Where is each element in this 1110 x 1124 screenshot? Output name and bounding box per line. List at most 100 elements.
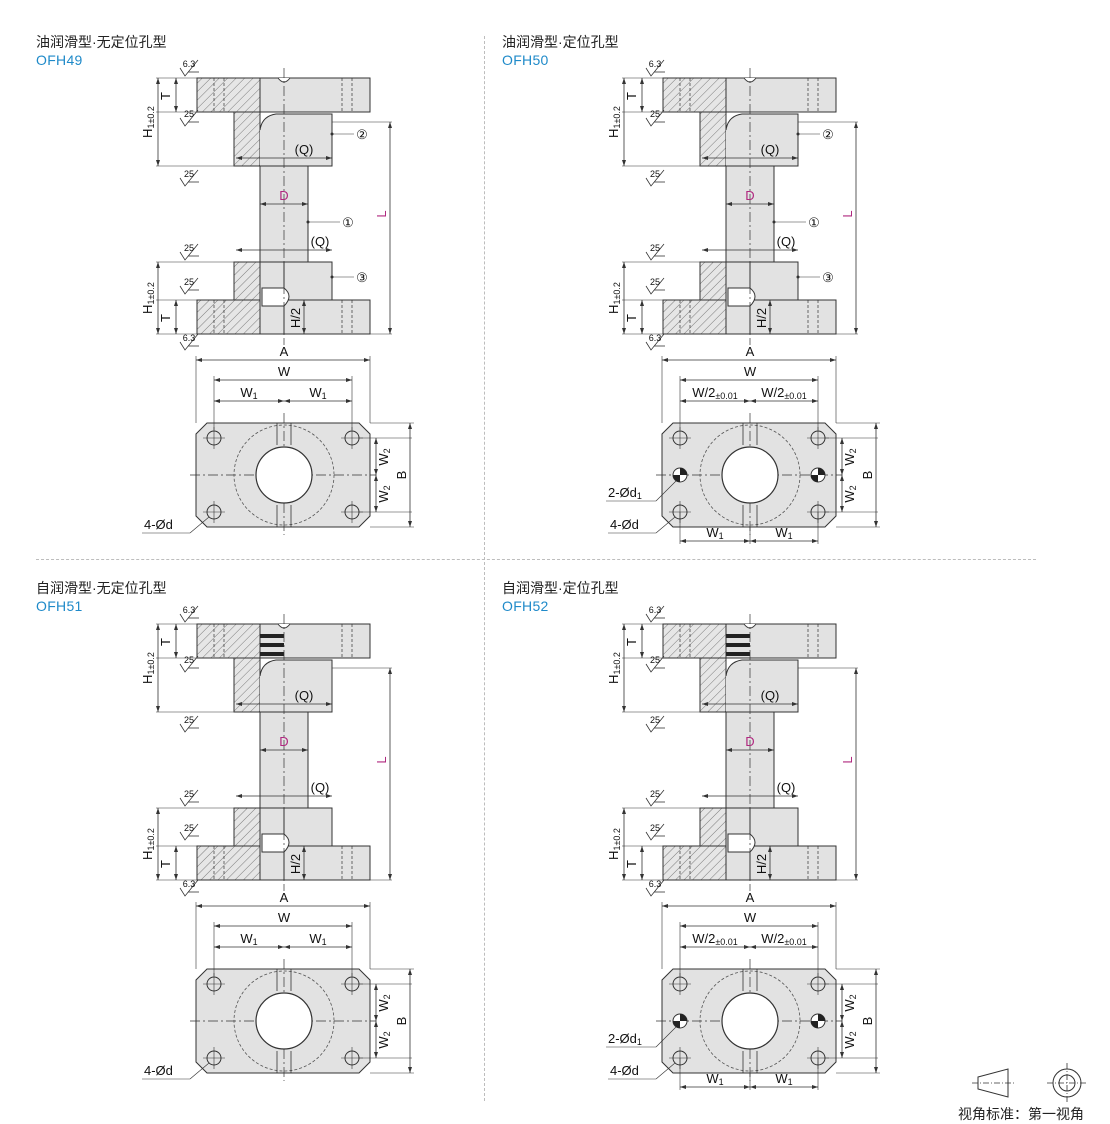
roughness-symbol: 6.3 — [649, 605, 662, 615]
roughness-symbol: 25 — [650, 789, 660, 799]
dim-H-half: H/2 — [754, 308, 769, 328]
dim-D: D — [745, 188, 754, 203]
roughness-symbol: 25 — [650, 243, 660, 253]
roughness-symbol: 25 — [184, 169, 194, 179]
projection-label: 视角标准：第一视角 — [958, 1106, 1084, 1122]
dim-Q-top: (Q) — [295, 688, 314, 703]
horizontal-separator — [36, 559, 1036, 560]
dim-Q-top: (Q) — [295, 142, 314, 157]
roughness-symbol: 25 — [184, 277, 194, 287]
dim-W: W — [744, 364, 757, 379]
dim-T-bottom: T — [624, 314, 639, 322]
technical-drawing: 6.3252525256.3H1±0.2TH1±0.2T(Q)(Q)DLH/2②… — [606, 59, 880, 544]
dim-H-top: H1±0.2 — [140, 106, 156, 138]
roughness-symbol: 6.3 — [649, 333, 662, 343]
dim-Q-top: (Q) — [761, 688, 780, 703]
roughness-symbol: 25 — [184, 823, 194, 833]
roughness-symbol: 6.3 — [183, 59, 196, 69]
panel-model-code: OFH51 — [36, 598, 83, 614]
dim-W1-bottom-right: W1 — [775, 1071, 792, 1087]
dim-Q-bottom: (Q) — [777, 780, 796, 795]
panel-model-code: OFH49 — [36, 52, 83, 68]
pin-holes-label: 2-Ød1 — [608, 1031, 642, 1047]
dim-W2-top: W2 — [842, 994, 858, 1011]
dim-W-half-left: W/2±0.01 — [692, 931, 738, 947]
projection-symbol: 视角标准：第一视角 — [950, 1060, 1110, 1123]
dim-Q-bottom: (Q) — [311, 780, 330, 795]
dim-W2-top: W2 — [376, 448, 392, 465]
panel-model-code: OFH50 — [502, 52, 549, 68]
dim-T-top: T — [624, 638, 639, 646]
dim-W2-top: W2 — [376, 994, 392, 1011]
callout-1: ① — [342, 215, 354, 230]
roughness-symbol: 25 — [184, 715, 194, 725]
dim-H-half: H/2 — [754, 854, 769, 874]
dim-A: A — [280, 890, 289, 905]
dim-Q-bottom: (Q) — [777, 234, 796, 249]
dim-T-bottom: T — [158, 314, 173, 322]
dim-T-top: T — [624, 92, 639, 100]
dim-H-bottom: H1±0.2 — [140, 282, 156, 314]
dim-L: L — [840, 756, 855, 763]
panel-title: 油润滑型·定位孔型 — [502, 34, 619, 50]
roughness-symbol: 6.3 — [183, 333, 196, 343]
dim-B: B — [394, 471, 409, 480]
dim-W1-bottom-right: W1 — [775, 525, 792, 541]
callout-3: ③ — [356, 270, 368, 285]
roughness-symbol: 25 — [184, 789, 194, 799]
dim-W2-bottom: W2 — [376, 1031, 392, 1048]
mounting-holes-label: 4-Ød — [610, 1063, 639, 1078]
dim-H-half: H/2 — [288, 854, 303, 874]
panel-model-code: OFH52 — [502, 598, 549, 614]
callout-2: ② — [356, 127, 368, 142]
callout-1: ① — [808, 215, 820, 230]
dim-W: W — [278, 910, 291, 925]
dim-D: D — [279, 188, 288, 203]
roughness-symbol: 25 — [650, 655, 660, 665]
roughness-symbol: 25 — [650, 169, 660, 179]
dim-W2-bottom: W2 — [842, 1031, 858, 1048]
dim-W-half-right: W/2±0.01 — [761, 931, 807, 947]
dim-L: L — [374, 210, 389, 217]
dim-B: B — [394, 1017, 409, 1026]
dim-B: B — [860, 471, 875, 480]
roughness-symbol: 6.3 — [183, 605, 196, 615]
dim-W-half-right: W/2±0.01 — [761, 385, 807, 401]
panel-title: 油润滑型·无定位孔型 — [36, 34, 167, 50]
dim-H-bottom: H1±0.2 — [606, 828, 622, 860]
roughness-symbol: 25 — [650, 277, 660, 287]
dim-H-half: H/2 — [288, 308, 303, 328]
mounting-holes-label: 4-Ød — [144, 1063, 173, 1078]
side-view: 6.3252525256.3H1±0.2TH1±0.2T(Q)(Q)DLH/2②… — [140, 59, 392, 351]
roughness-symbol: 6.3 — [183, 879, 196, 889]
technical-drawing: 6.3252525256.3H1±0.2TH1±0.2T(Q)(Q)DLH/2②… — [140, 59, 414, 535]
dim-D: D — [745, 734, 754, 749]
dim-A: A — [746, 344, 755, 359]
dim-A: A — [746, 890, 755, 905]
roughness-symbol: 25 — [650, 109, 660, 119]
panel-title: 自润滑型·定位孔型 — [502, 580, 619, 596]
technical-drawing: 6.3252525256.3H1±0.2TH1±0.2T(Q)(Q)DLH/2A… — [606, 605, 880, 1090]
dim-W-half-left: W/2±0.01 — [692, 385, 738, 401]
dim-L: L — [374, 756, 389, 763]
roughness-symbol: 6.3 — [649, 59, 662, 69]
dim-W1-right: W1 — [309, 385, 326, 401]
dim-T-top: T — [158, 638, 173, 646]
mounting-holes-label: 4-Ød — [144, 517, 173, 532]
dim-H-bottom: H1±0.2 — [140, 828, 156, 860]
panel-title: 自润滑型·无定位孔型 — [36, 580, 167, 596]
roughness-symbol: 25 — [650, 715, 660, 725]
dim-W2-bottom: W2 — [842, 485, 858, 502]
mounting-holes-label: 4-Ød — [610, 517, 639, 532]
dim-W1-left: W1 — [240, 385, 257, 401]
pin-holes-label: 2-Ød1 — [608, 485, 642, 501]
